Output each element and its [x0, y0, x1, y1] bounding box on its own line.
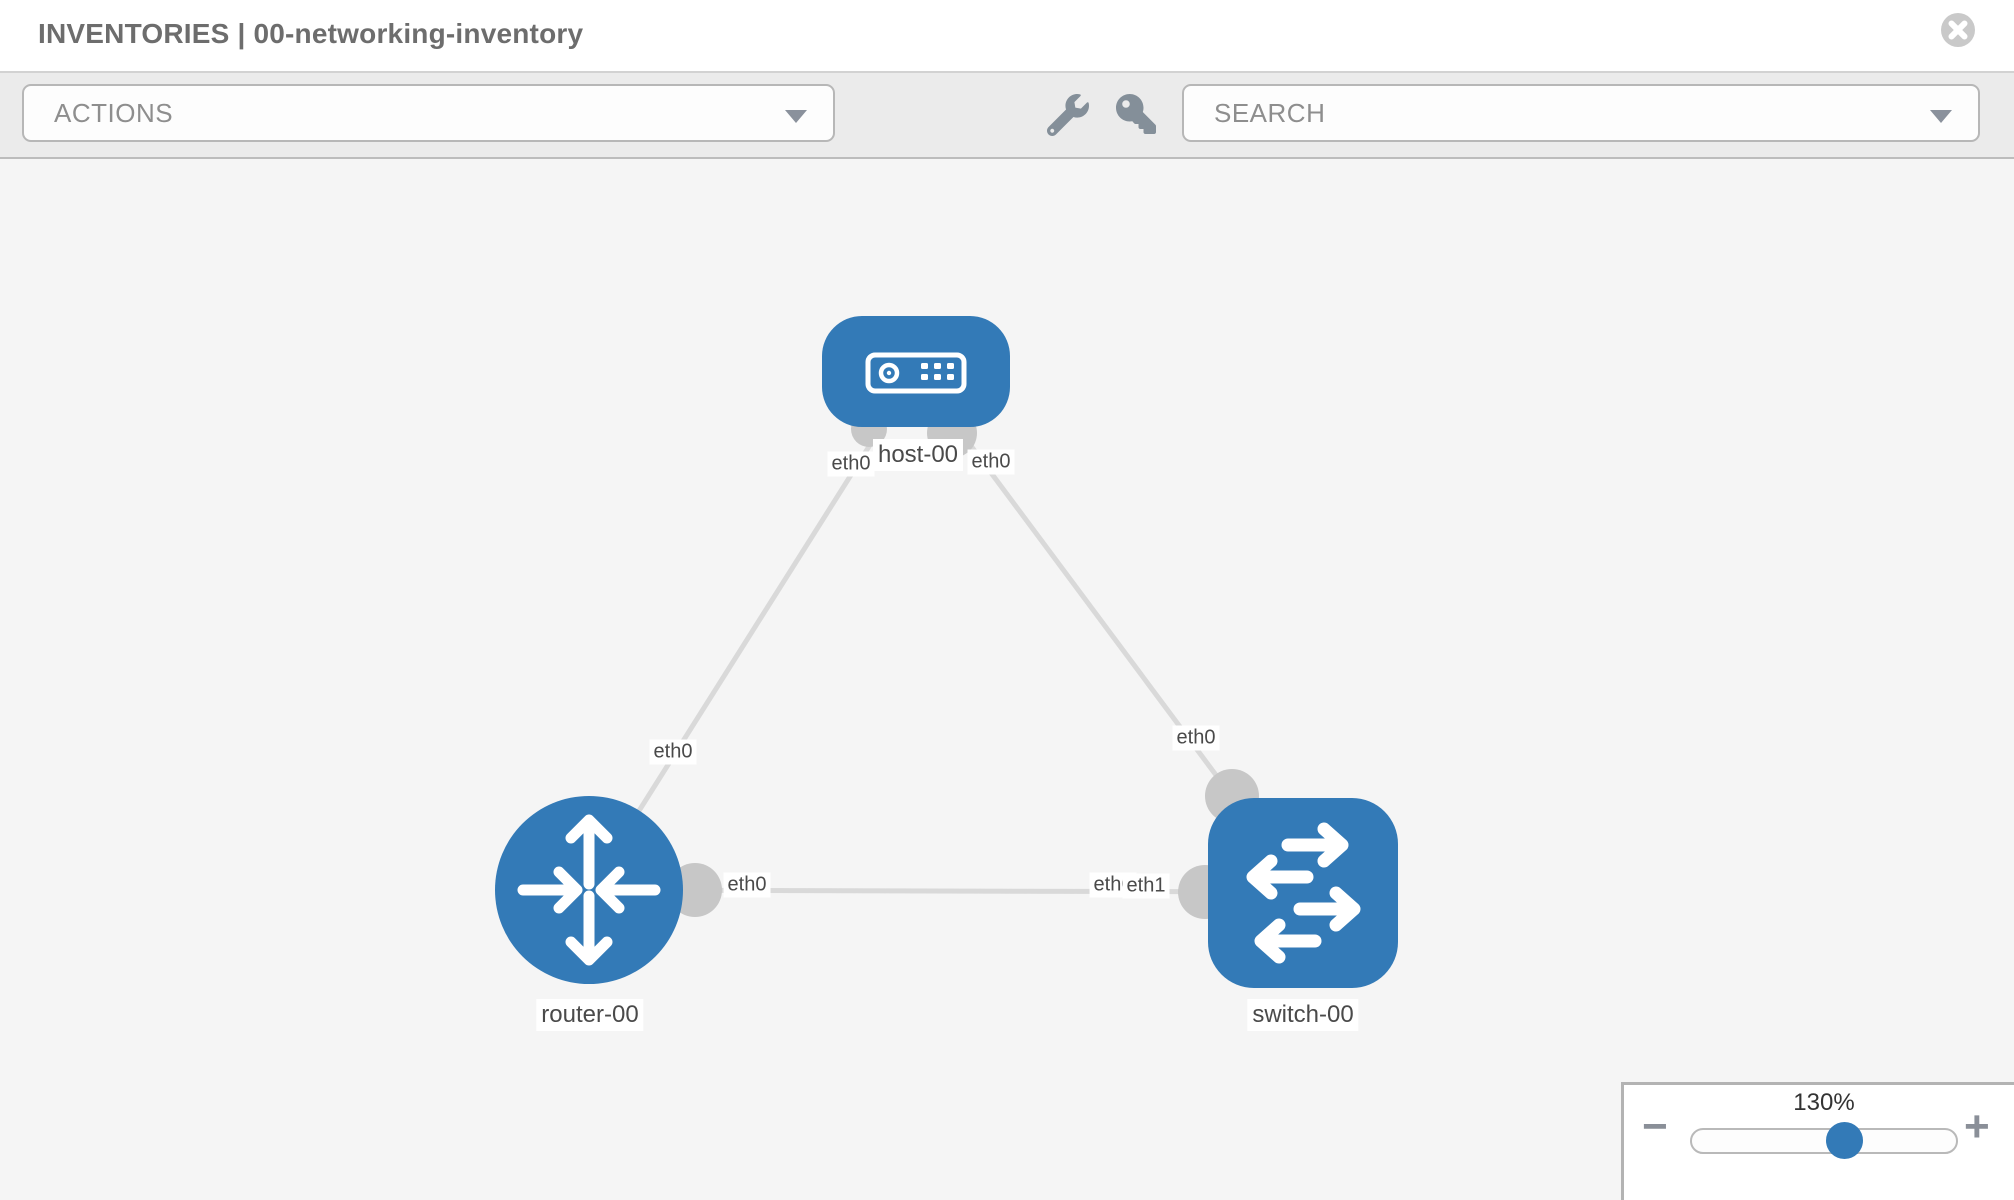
zoom-out-button[interactable]: −	[1642, 1102, 1668, 1151]
host-icon	[865, 352, 967, 394]
zoom-percent-label: 130%	[1793, 1089, 1855, 1116]
zoom-widget: 130% − +	[1621, 1082, 2014, 1200]
actions-dropdown[interactable]: ACTIONS	[22, 84, 835, 142]
zoom-slider-track[interactable]	[1690, 1128, 1958, 1154]
node-label-host: host-00	[872, 439, 964, 471]
configure-button[interactable]	[1046, 94, 1089, 137]
iface-label-eth0: eth0	[967, 449, 1015, 475]
zoom-in-button[interactable]: +	[1964, 1102, 1990, 1151]
iface-label-eth0: eth0	[827, 451, 875, 477]
page-title: INVENTORIES | 00-networking-inventory	[38, 18, 584, 49]
page-header: INVENTORIES | 00-networking-inventory	[0, 0, 2014, 73]
node-label-switch: switch-00	[1247, 999, 1359, 1031]
close-circle-icon	[1941, 13, 1975, 47]
iface-label-eth0: eth0	[723, 872, 771, 898]
interface-connectors	[668, 408, 1259, 919]
node-switch-00[interactable]	[1208, 798, 1398, 988]
search-dropdown[interactable]: SEARCH	[1182, 84, 1980, 142]
node-label-router: router-00	[536, 999, 644, 1031]
actions-dropdown-label: ACTIONS	[54, 97, 174, 128]
topology-canvas	[0, 157, 2014, 1200]
iface-label-eth0: eth0	[649, 739, 697, 765]
credentials-button[interactable]	[1115, 94, 1157, 136]
toolbar: ACTIONS SEARCH	[0, 73, 2014, 159]
key-icon	[1116, 94, 1156, 134]
close-button[interactable]	[1939, 11, 1977, 49]
chevron-down-icon	[1930, 110, 1952, 123]
search-dropdown-label: SEARCH	[1214, 97, 1326, 128]
iface-label-eth0: eth0	[1172, 725, 1220, 751]
switch-icon	[1246, 822, 1361, 964]
node-host-00[interactable]	[822, 316, 1010, 427]
iface-label-eth1: eth1	[1122, 873, 1170, 899]
node-router-00[interactable]	[495, 796, 683, 984]
router-icon	[517, 814, 661, 966]
chevron-down-icon	[785, 110, 807, 123]
wrench-icon	[1046, 94, 1089, 137]
zoom-slider-thumb[interactable]	[1826, 1122, 1863, 1159]
